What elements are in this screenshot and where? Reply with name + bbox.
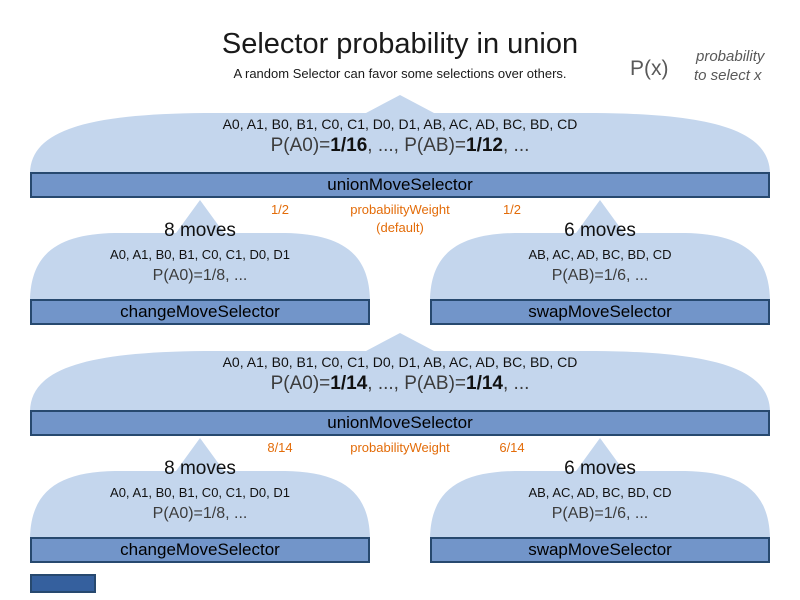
change-moves-list: A0, A1, B0, B1, C0, C1, D0, D1 [110, 485, 290, 500]
change-moves-list: A0, A1, B0, B1, C0, C1, D0, D1 [110, 247, 290, 262]
probability-weight-left-value: 1/2 [270, 202, 290, 217]
page-title: Selector probability in union [221, 28, 579, 60]
dome-shape [430, 438, 770, 538]
swap-selection-dome [430, 200, 770, 300]
probability-weight-label: probabilityWeight [350, 202, 450, 217]
swap-move-selector-bar: swapMoveSelector [430, 299, 770, 325]
dome-shape [30, 438, 370, 538]
union-diagram-default-weights: A0, A1, B0, B1, C0, C1, D0, D1, AB, AC, … [0, 95, 800, 330]
union-diagram-custom-weights: A0, A1, B0, B1, C0, C1, D0, D1, AB, AC, … [0, 333, 800, 568]
union-move-selector-bar: unionMoveSelector [30, 410, 770, 436]
change-probability-line: P(A0)=1/8, ... [152, 505, 248, 522]
probability-weight-right-value: 1/2 [502, 202, 522, 217]
swap-selector-group: 6 moves AB, AC, AD, BC, BD, CD P(AB)=1/6… [430, 200, 770, 330]
dome-shape [430, 200, 770, 300]
swap-probability-line: P(AB)=1/6, ... [551, 505, 649, 522]
probability-weight-default-note: (default) [376, 220, 424, 235]
probability-weight-right-value: 6/14 [499, 440, 525, 455]
change-selection-dome [30, 438, 370, 538]
dome-shape [30, 200, 370, 300]
change-move-selector-bar: changeMoveSelector [30, 299, 370, 325]
swap-move-count: 6 moves [564, 220, 636, 241]
swap-moves-list: AB, AC, AD, BC, BD, CD [528, 485, 672, 500]
union-probability-line: P(A0)=1/16, ..., P(AB)=1/12, ... [270, 135, 530, 156]
change-move-count: 8 moves [164, 220, 236, 241]
probability-legend-line1: probability [696, 48, 765, 65]
union-selection-dome [30, 333, 770, 411]
swap-moves-list: AB, AC, AD, BC, BD, CD [528, 247, 672, 262]
swap-move-count: 6 moves [564, 458, 636, 479]
union-move-selector-bar: unionMoveSelector [30, 172, 770, 198]
change-selector-group: 8 moves A0, A1, B0, B1, C0, C1, D0, D1 P… [30, 438, 370, 568]
change-move-count: 8 moves [164, 458, 236, 479]
union-moves-list: A0, A1, B0, B1, C0, C1, D0, D1, AB, AC, … [222, 354, 578, 370]
swap-selector-group: 6 moves AB, AC, AD, BC, BD, CD P(AB)=1/6… [430, 438, 770, 568]
change-probability-line: P(A0)=1/8, ... [152, 267, 248, 284]
page-subtitle: A random Selector can favor some selecti… [233, 66, 567, 81]
probability-legend-line2: to select x [694, 67, 762, 84]
cropped-bar-fragment [30, 574, 96, 593]
probability-weight-label: probabilityWeight [350, 440, 450, 455]
union-moves-list: A0, A1, B0, B1, C0, C1, D0, D1, AB, AC, … [222, 116, 578, 132]
change-selection-dome [30, 200, 370, 300]
swap-selection-dome [430, 438, 770, 538]
change-selector-group: 8 moves A0, A1, B0, B1, C0, C1, D0, D1 P… [30, 200, 370, 330]
dome-shape [30, 333, 770, 411]
swap-probability-line: P(AB)=1/6, ... [551, 267, 649, 284]
probability-symbol: P(x) [630, 57, 669, 80]
union-selection-dome [30, 95, 770, 173]
change-move-selector-bar: changeMoveSelector [30, 537, 370, 563]
probability-weight-left-value: 8/14 [267, 440, 293, 455]
union-probability-line: P(A0)=1/14, ..., P(AB)=1/14, ... [270, 373, 530, 394]
dome-shape [30, 95, 770, 173]
swap-move-selector-bar: swapMoveSelector [430, 537, 770, 563]
